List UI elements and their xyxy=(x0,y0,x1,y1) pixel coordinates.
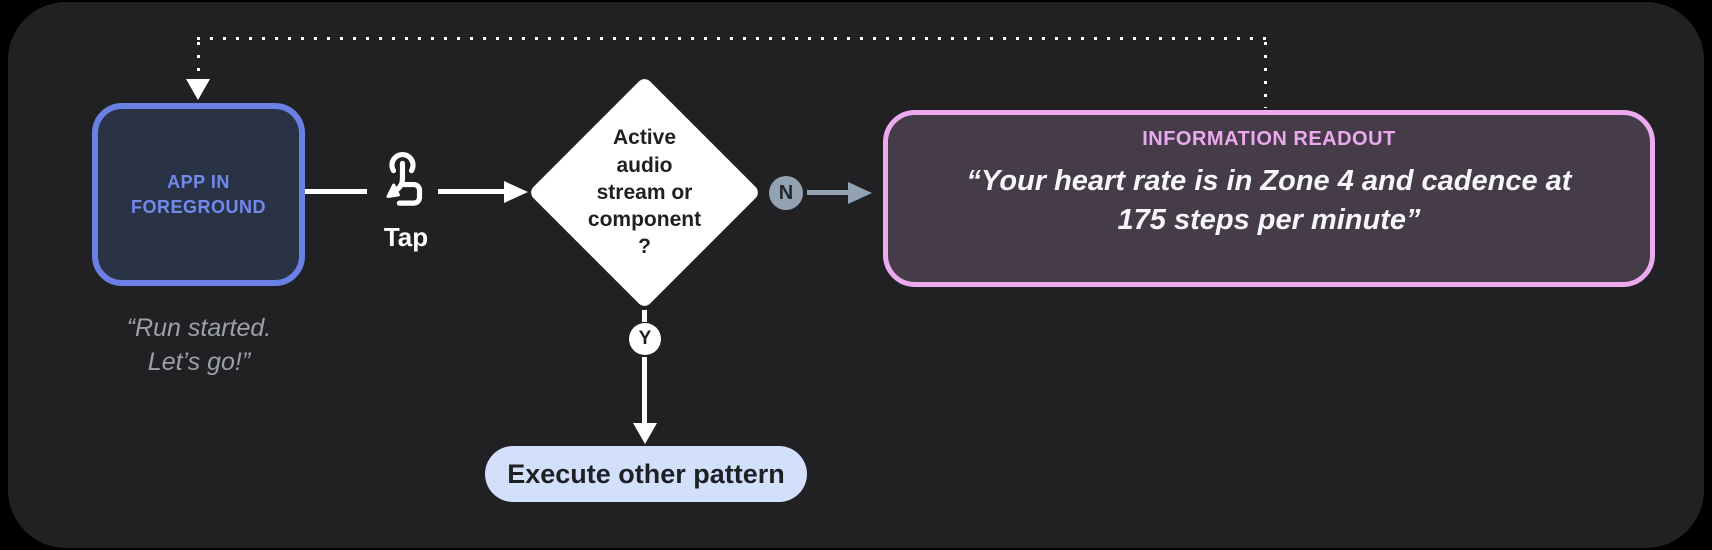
connector-decision-to-yes xyxy=(642,310,647,322)
branch-no-badge: N xyxy=(769,176,803,210)
connector-app-to-tap xyxy=(305,189,367,194)
readout-title: INFORMATION READOUT xyxy=(1142,128,1396,150)
down-arrowhead-icon xyxy=(186,79,210,100)
right-arrowhead-icon xyxy=(504,181,528,203)
information-readout-node: INFORMATION READOUT “Your heart rate is … xyxy=(883,110,1655,287)
connector-yes-to-action xyxy=(642,357,647,425)
readout-quote: “Your heart rate is in Zone 4 and cadenc… xyxy=(966,165,1572,237)
connector-no-to-readout xyxy=(807,190,850,195)
tap-gesture-icon xyxy=(386,152,423,206)
dotted-return-path-vertical-left xyxy=(197,42,200,80)
tap-label: Tap xyxy=(383,222,429,252)
dotted-return-path-vertical-right xyxy=(1264,42,1267,108)
connector-tap-to-decision xyxy=(438,189,504,194)
app-node-caption: “Run started. Let’s go!” xyxy=(126,314,272,376)
app-in-foreground-node: APP IN FOREGROUND xyxy=(92,103,305,286)
right-arrowhead-slate-icon xyxy=(848,182,872,204)
branch-yes-badge: Y xyxy=(629,323,661,355)
execute-other-pattern-node: Execute other pattern xyxy=(485,446,807,502)
decision-question: Active audio stream or component ? xyxy=(587,126,702,259)
down-arrowhead-white-icon xyxy=(633,423,657,444)
dotted-return-path-horizontal xyxy=(197,37,1267,40)
